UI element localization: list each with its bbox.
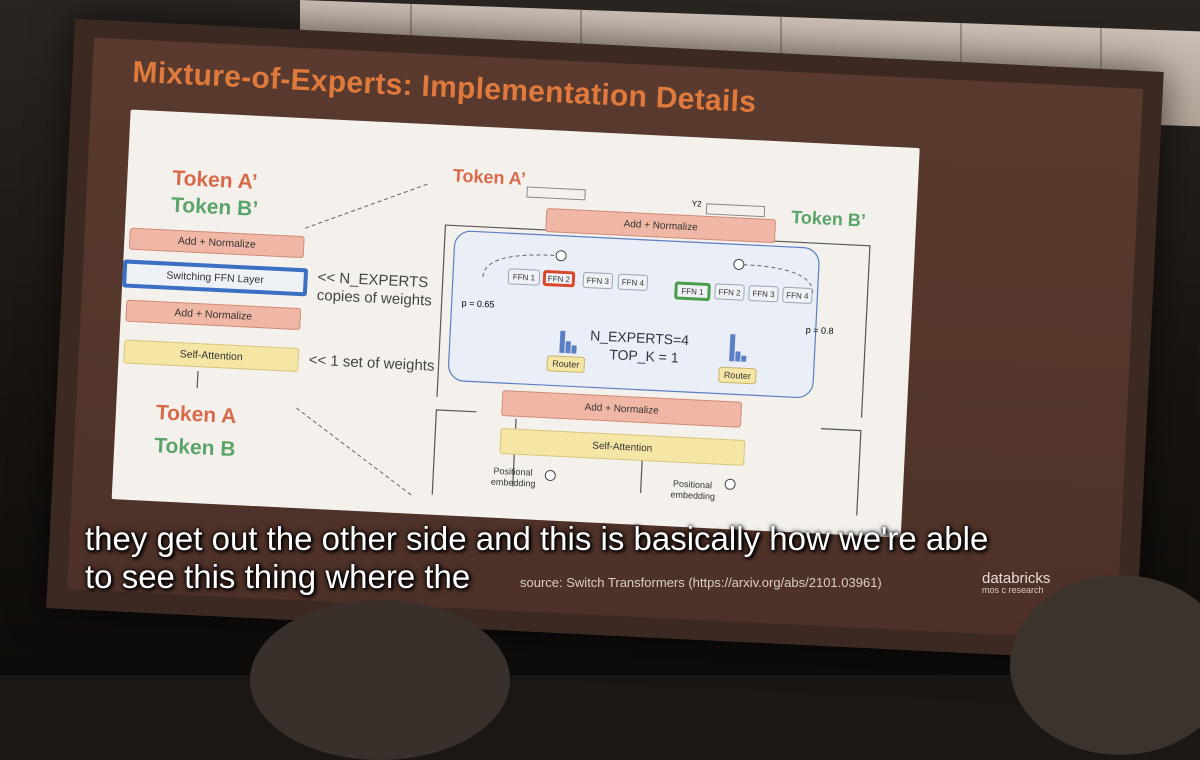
probability-right: p = 0.8 [805,325,833,336]
top-k-label: TOP_K = 1 [609,346,679,365]
ffn-right-4: FFN 4 [782,287,813,304]
pos-embed-left-2: embedding [491,477,536,489]
ffn-right-3: FFN 3 [748,285,779,302]
subtitle-caption: they get out the other side and this is … [85,520,988,596]
ffn-left-2-selected: FFN 2 [543,270,576,288]
caption-line-1: they get out the other side and this is … [85,520,988,558]
left-token-a-out: Token A’ [172,167,258,195]
ffn-left-1: FFN 1 [508,268,541,286]
right-token-a-out: Token A’ [452,165,526,190]
pos-embed-left-1: Positional [493,466,532,478]
left-token-a-in: Token A [155,401,237,429]
caption-line-2: to see this thing where the [85,558,988,596]
audience-head [250,600,510,760]
ffn-right-1-selected: FFN 1 [674,281,711,301]
slide-title: Mixture-of-Experts: Implementation Detai… [132,56,757,120]
ffn-left-3: FFN 3 [583,272,614,289]
probability-left: p = 0.65 [461,298,494,310]
right-token-b-out: Token B’ [791,207,867,232]
mosaic-research-logo: mos c research [982,585,1044,595]
pos-embed-right-2: embedding [670,489,715,501]
ffn-right-2: FFN 2 [714,283,745,300]
pos-embed-right-1: Positional [673,479,712,491]
ffn-left-4: FFN 4 [617,274,648,291]
y2-label: Y2 [692,199,702,208]
left-token-b-out: Token B’ [170,194,258,222]
router-left: Router [546,355,585,373]
left-token-b-in: Token B [154,434,236,462]
diagram-panel: Token A’ Token B’ Add + Normalize Switch… [112,110,920,538]
router-right: Router [718,367,757,385]
